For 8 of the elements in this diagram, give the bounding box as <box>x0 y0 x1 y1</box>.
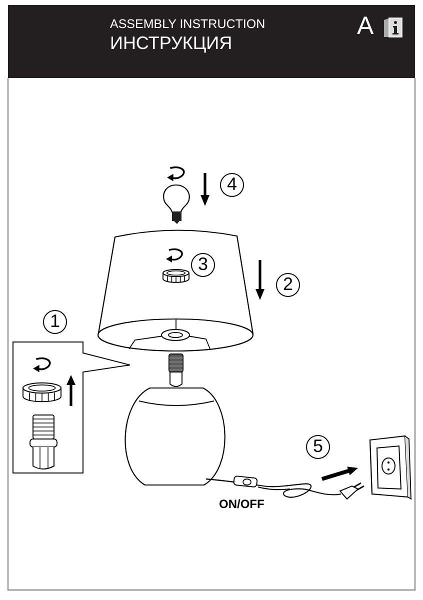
switch-label: ON/OFF <box>219 498 264 510</box>
heading-letter: A <box>357 14 374 39</box>
step-number: 5 <box>306 435 330 459</box>
step-number: 4 <box>220 173 244 197</box>
step-number: 1 <box>43 310 67 334</box>
title: ASSEMBLY INSTRUCTION <box>110 18 266 30</box>
step-number: 2 <box>276 273 300 297</box>
subtitle: ИНСТРУКЦИЯ <box>110 34 232 52</box>
